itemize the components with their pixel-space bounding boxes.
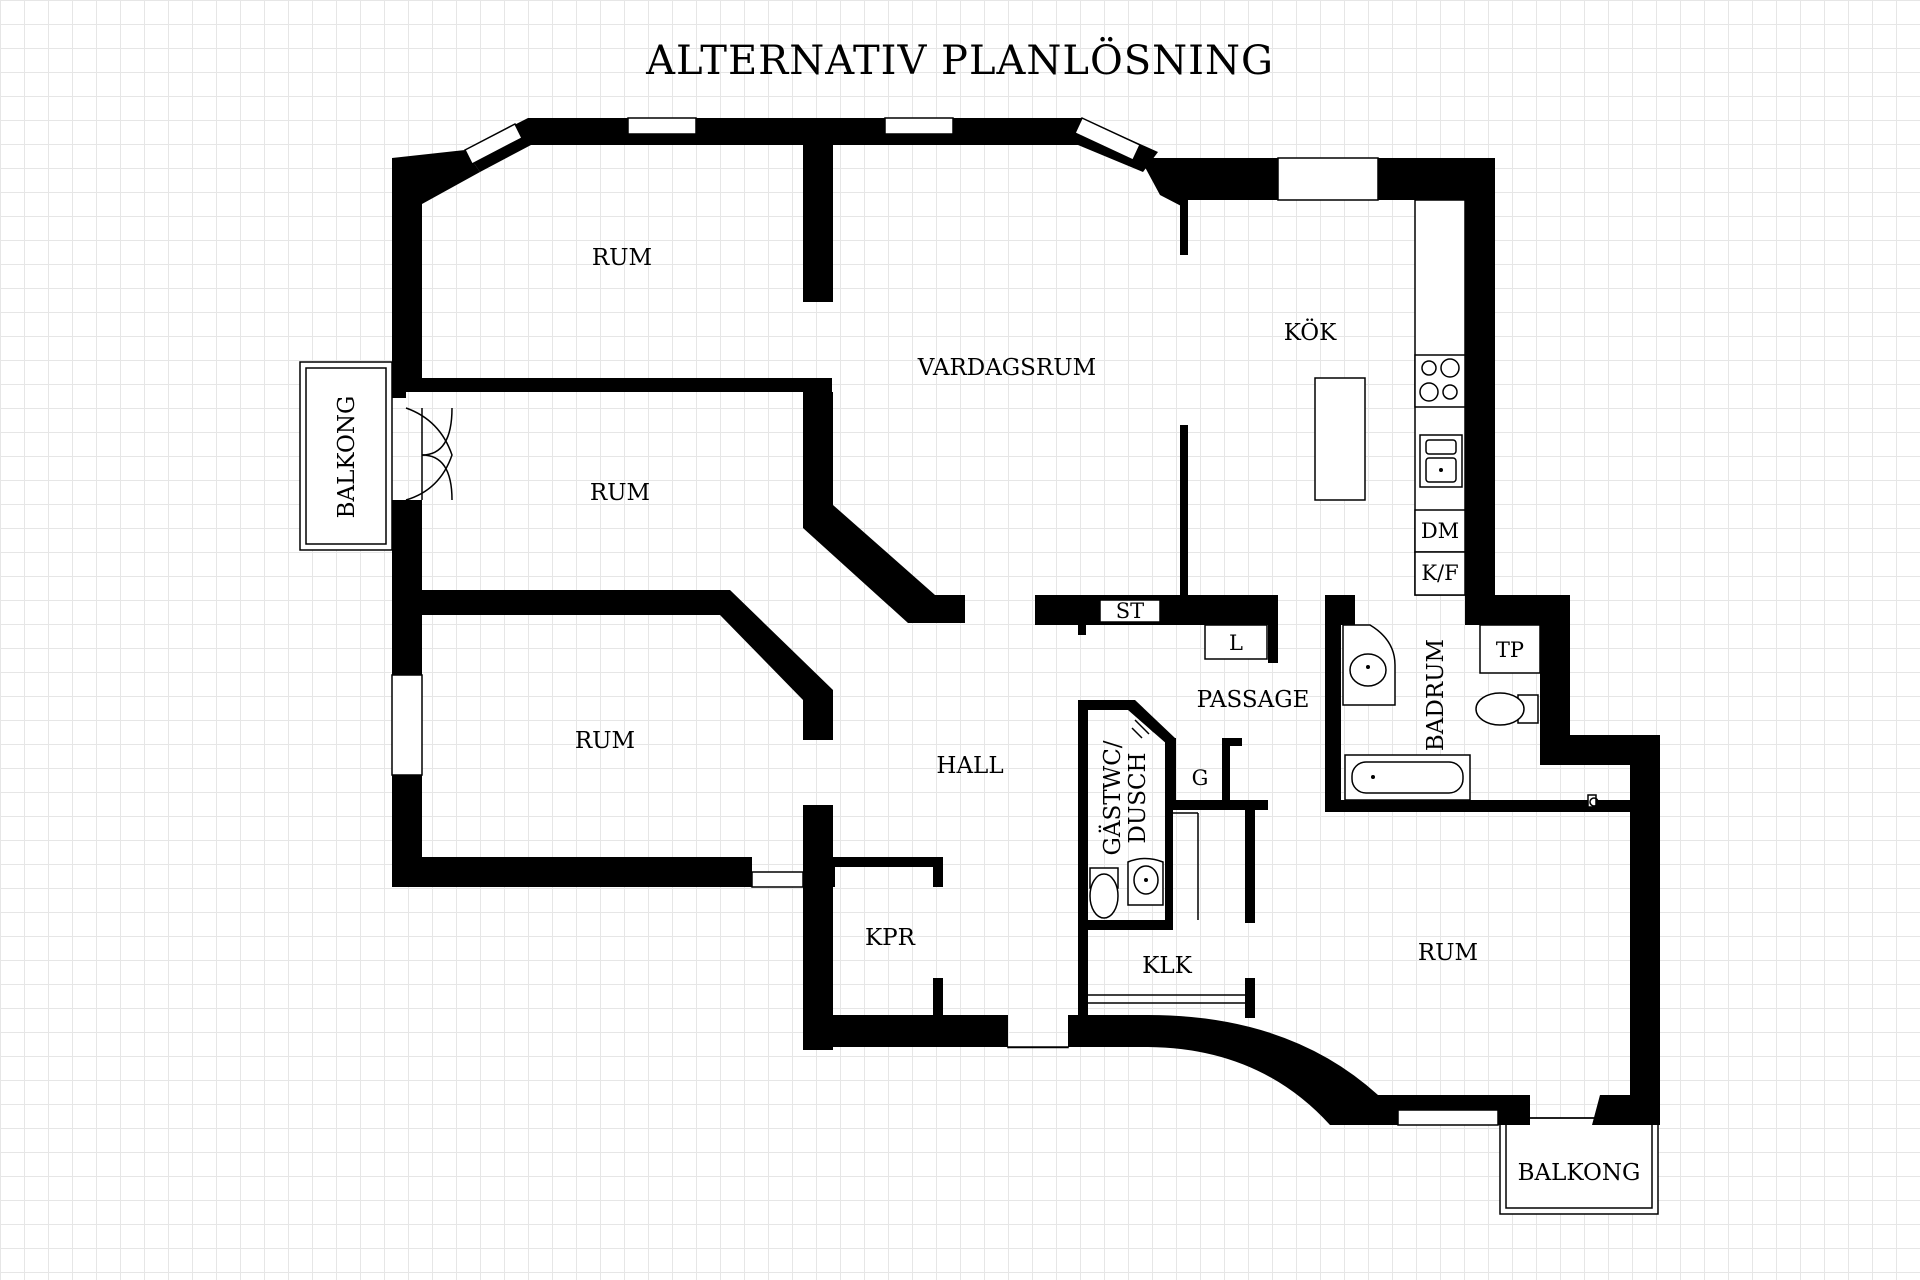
windows <box>391 117 1499 1126</box>
dishwasher: DM <box>1414 509 1466 553</box>
room-label-rum-bottom-left: RUM <box>575 728 635 754</box>
room-label-klk: KLK <box>1142 953 1192 979</box>
storage-st: ST <box>1099 599 1161 623</box>
balcony-door[interactable] <box>405 407 453 501</box>
klk-wardrobe <box>1088 812 1245 1004</box>
room-label-rum-middle-left: RUM <box>590 480 650 506</box>
room-label-balkong-left: BALKONG <box>334 396 360 519</box>
room-label-rum-top-left: RUM <box>592 245 652 271</box>
svg-text:G: G <box>1192 766 1209 790</box>
guest-sink-icon <box>1127 857 1164 906</box>
bathroom-sink-icon <box>1342 624 1396 706</box>
guest-toilet-icon <box>1089 867 1119 919</box>
svg-text:DM: DM <box>1421 519 1459 543</box>
svg-text:TP: TP <box>1496 638 1524 662</box>
room-label-gastwc-line2: DUSCH <box>1125 752 1151 843</box>
bathtub-icon <box>1344 754 1471 801</box>
laundry-tp: TP <box>1479 624 1541 674</box>
room-label-gastwc-line1: GÄSTWC/ <box>1099 740 1126 855</box>
room-label-balkong-bottom: BALKONG <box>1518 1160 1641 1186</box>
room-label-badrum: BADRUM <box>1423 639 1449 751</box>
kitchen-sink-icon <box>1419 434 1463 488</box>
svg-text:L: L <box>1229 631 1243 655</box>
balcony-bottom <box>1499 1117 1659 1215</box>
linen-cabinet-l: L <box>1204 624 1268 660</box>
plan-title: ALTERNATIV PLANLÖSNING <box>645 37 1274 84</box>
toilet-icon <box>1475 692 1539 726</box>
fridge-freezer: K/F <box>1414 551 1466 596</box>
room-label-passage: PASSAGE <box>1197 687 1310 713</box>
tap-icon <box>1587 794 1599 808</box>
room-label-vardagsrum: VARDAGSRUM <box>917 355 1096 381</box>
room-label-rum-bottom-right: RUM <box>1418 940 1478 966</box>
balcony-left <box>299 361 393 551</box>
room-label-kpr: KPR <box>865 925 916 951</box>
outer-walls <box>392 118 1660 1125</box>
wardrobe-g: G <box>1192 766 1209 790</box>
interior-walls <box>392 135 1630 1047</box>
room-label-hall: HALL <box>936 753 1003 779</box>
svg-text:ST: ST <box>1116 599 1144 623</box>
room-label-kok: KÖK <box>1284 319 1337 346</box>
stove-icon <box>1414 354 1466 408</box>
svg-text:K/F: K/F <box>1421 561 1458 585</box>
shower-icon <box>1131 717 1155 739</box>
